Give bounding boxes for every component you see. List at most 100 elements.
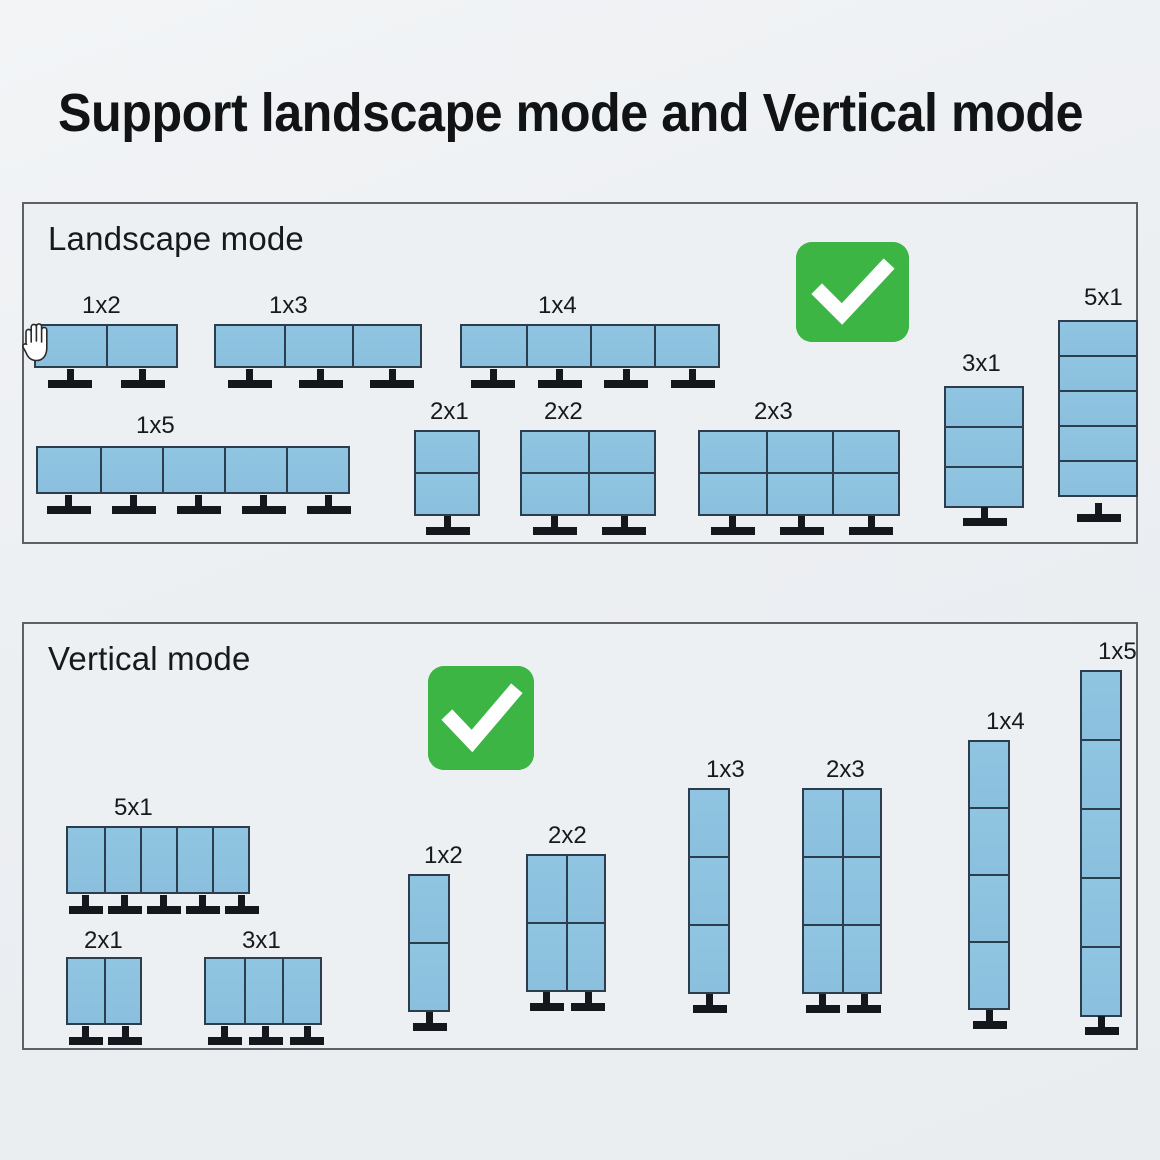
monitor-cell[interactable] <box>1060 392 1136 425</box>
monitor-cell[interactable] <box>68 828 104 892</box>
monitor-cell[interactable] <box>1060 462 1136 495</box>
monitor-stand <box>120 369 165 388</box>
stand-base <box>972 1021 1007 1029</box>
monitor-cell[interactable] <box>176 828 212 892</box>
monitor-stand <box>692 994 727 1013</box>
layout-label: 2x1 <box>84 927 123 954</box>
monitor-cell[interactable] <box>970 742 1008 807</box>
stand-base <box>571 1003 606 1011</box>
monitor-cell[interactable] <box>282 959 320 1023</box>
monitor-cell[interactable] <box>1082 948 1120 1015</box>
monitor-cell[interactable] <box>104 959 140 1023</box>
monitor-cell[interactable] <box>284 326 352 366</box>
stand-base <box>227 380 272 388</box>
monitor-cell[interactable] <box>654 326 718 366</box>
monitor-cell[interactable] <box>700 432 766 472</box>
stand-neck <box>620 516 628 527</box>
monitor-cell[interactable] <box>832 432 898 472</box>
monitor-cell[interactable] <box>206 959 244 1023</box>
monitor-row <box>528 856 604 922</box>
monitor-stands <box>204 1026 328 1045</box>
monitor-cell[interactable] <box>588 474 654 514</box>
monitor-cell[interactable] <box>946 428 1022 466</box>
monitor-cell[interactable] <box>766 432 832 472</box>
monitor-cell[interactable] <box>462 326 526 366</box>
landscape-mode-panel: Landscape mode 1x2 1x3 <box>22 202 1138 544</box>
monitor-cell[interactable] <box>244 959 282 1023</box>
monitor-cell[interactable] <box>690 926 728 992</box>
monitor-cell[interactable] <box>416 474 478 514</box>
monitor-cell[interactable] <box>528 924 566 990</box>
monitor-cell[interactable] <box>416 432 478 472</box>
layout-label: 3x1 <box>242 927 281 954</box>
monitor-stand <box>224 895 259 914</box>
monitor-cell[interactable] <box>946 388 1022 426</box>
monitor-cell[interactable] <box>590 326 654 366</box>
monitor-cell[interactable] <box>766 474 832 514</box>
monitor-cell[interactable] <box>690 790 728 856</box>
monitor-cell[interactable] <box>1082 672 1120 739</box>
stand-base <box>46 506 91 514</box>
monitor-cell[interactable] <box>1060 427 1136 460</box>
stand-base <box>425 527 470 535</box>
monitor-cell[interactable] <box>522 474 588 514</box>
monitor-cell[interactable] <box>700 474 766 514</box>
monitor-cell[interactable] <box>1060 357 1136 390</box>
monitor-cell[interactable] <box>832 474 898 514</box>
monitor-stand <box>962 507 1007 526</box>
monitor-cell[interactable] <box>104 828 140 892</box>
vertical-check-icon <box>428 666 534 770</box>
stand-neck <box>262 1026 270 1037</box>
monitor-cell[interactable] <box>410 944 448 1010</box>
stand-neck <box>981 507 988 518</box>
monitor-row <box>970 742 1008 807</box>
monitor-cell[interactable] <box>842 858 880 924</box>
monitor-cell[interactable] <box>106 326 176 366</box>
layout-label: 2x3 <box>754 398 793 425</box>
monitor-cell[interactable] <box>38 448 100 492</box>
monitor-cell[interactable] <box>970 876 1008 941</box>
monitor-cell[interactable] <box>528 856 566 922</box>
monitor-cell[interactable] <box>970 943 1008 1008</box>
monitor-stand <box>710 516 755 535</box>
stand-base <box>710 527 755 535</box>
monitor-row <box>804 790 880 856</box>
monitor-stand <box>1084 1016 1119 1035</box>
monitor-cell[interactable] <box>522 432 588 472</box>
monitor-row <box>522 432 654 472</box>
monitor-cell[interactable] <box>140 828 176 892</box>
monitor-cell[interactable] <box>216 326 284 366</box>
monitor-stands <box>1080 1016 1123 1035</box>
monitor-cell[interactable] <box>286 448 348 492</box>
monitor-cell[interactable] <box>804 790 842 856</box>
monitor-cell[interactable] <box>526 326 590 366</box>
monitor-row <box>690 790 728 856</box>
stand-neck <box>160 895 167 906</box>
monitor-cell[interactable] <box>1082 741 1120 808</box>
monitor-cell[interactable] <box>1082 879 1120 946</box>
monitor-cell[interactable] <box>100 448 162 492</box>
monitor-cell[interactable] <box>690 858 728 924</box>
monitor-cell[interactable] <box>162 448 224 492</box>
stand-base <box>370 380 415 388</box>
monitor-cell[interactable] <box>842 790 880 856</box>
monitor-cell[interactable] <box>352 326 420 366</box>
monitor-cell[interactable] <box>566 924 604 990</box>
monitor-cell[interactable] <box>566 856 604 922</box>
monitor-cell[interactable] <box>804 858 842 924</box>
monitor-cell[interactable] <box>970 809 1008 874</box>
monitor-cell[interactable] <box>212 828 248 892</box>
monitor-cell[interactable] <box>946 468 1022 506</box>
monitor-cell[interactable] <box>1060 322 1136 355</box>
monitor-cell[interactable] <box>804 926 842 992</box>
monitor-cell[interactable] <box>588 432 654 472</box>
monitor-stands <box>408 1012 451 1031</box>
monitor-cell[interactable] <box>410 876 448 942</box>
monitor-cell[interactable] <box>68 959 104 1023</box>
monitor-cell[interactable] <box>1082 810 1120 877</box>
monitor-grid <box>414 430 480 516</box>
monitor-cell[interactable] <box>224 448 286 492</box>
monitor-cell[interactable] <box>842 926 880 992</box>
monitor-cell[interactable] <box>36 326 106 366</box>
